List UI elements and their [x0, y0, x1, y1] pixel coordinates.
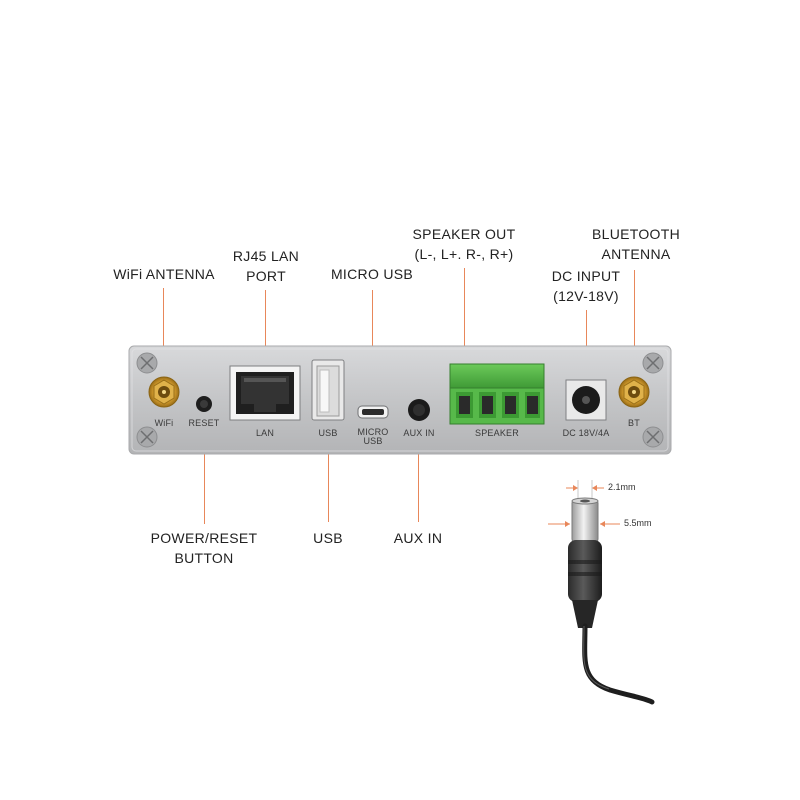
callout-usb: USB — [313, 530, 343, 546]
leader-wifi-antenna — [163, 288, 164, 374]
bt-antenna-connector — [618, 376, 650, 408]
leader-power-reset — [204, 412, 205, 524]
dc-barrel-plug — [548, 480, 655, 705]
callout-rj45-lan-port: RJ45 LAN PORT — [232, 248, 300, 284]
usb-port — [311, 359, 345, 421]
callout-micro-usb: MICRO USB — [330, 266, 414, 282]
screw-bottom-right — [642, 426, 664, 448]
leader-usb — [328, 418, 329, 522]
callout-power-reset-button: POWER/RESET BUTTON — [150, 530, 258, 566]
panel-label-reset: RESET — [188, 418, 220, 428]
callout-speaker-out: SPEAKER OUT (L-, L+. R-, R+) — [412, 226, 516, 262]
callout-bluetooth-antenna: BLUETOOTH ANTENNA — [591, 226, 680, 262]
aux-in-jack — [408, 399, 430, 421]
panel-label-dc: DC 18V/4A — [562, 428, 610, 438]
leader-rj45 — [265, 290, 266, 386]
leader-speaker-out — [464, 268, 465, 376]
dc-input-jack — [565, 379, 607, 421]
screw-bottom-left — [136, 426, 158, 448]
screw-top-left — [136, 352, 158, 374]
panel-label-usb: USB — [318, 428, 338, 438]
speaker-terminal — [449, 363, 545, 425]
leader-bluetooth — [634, 270, 635, 374]
dc-plug-inner-diameter: 2.1mm — [608, 482, 636, 492]
panel-label-bt: BT — [628, 418, 640, 428]
reset-button — [196, 396, 212, 412]
leader-aux-in — [418, 416, 419, 522]
panel-label-wifi: WiFi — [154, 418, 174, 428]
panel-label-speaker: SPEAKER — [475, 428, 519, 438]
micro-usb-port — [357, 405, 389, 419]
callout-aux-in: AUX IN — [393, 530, 443, 546]
panel-label-micro-usb: MICRO USB — [357, 427, 389, 446]
screw-top-right — [642, 352, 664, 374]
lan-port — [229, 365, 301, 421]
wifi-antenna-connector — [148, 376, 180, 408]
panel-label-aux-in: AUX IN — [403, 428, 435, 438]
dc-plug-outer-diameter: 5.5mm — [624, 518, 652, 528]
panel-label-lan: LAN — [255, 428, 275, 438]
callout-dc-input: DC INPUT (12V-18V) — [551, 268, 621, 304]
callout-wifi-antenna: WiFi ANTENNA — [113, 266, 215, 282]
